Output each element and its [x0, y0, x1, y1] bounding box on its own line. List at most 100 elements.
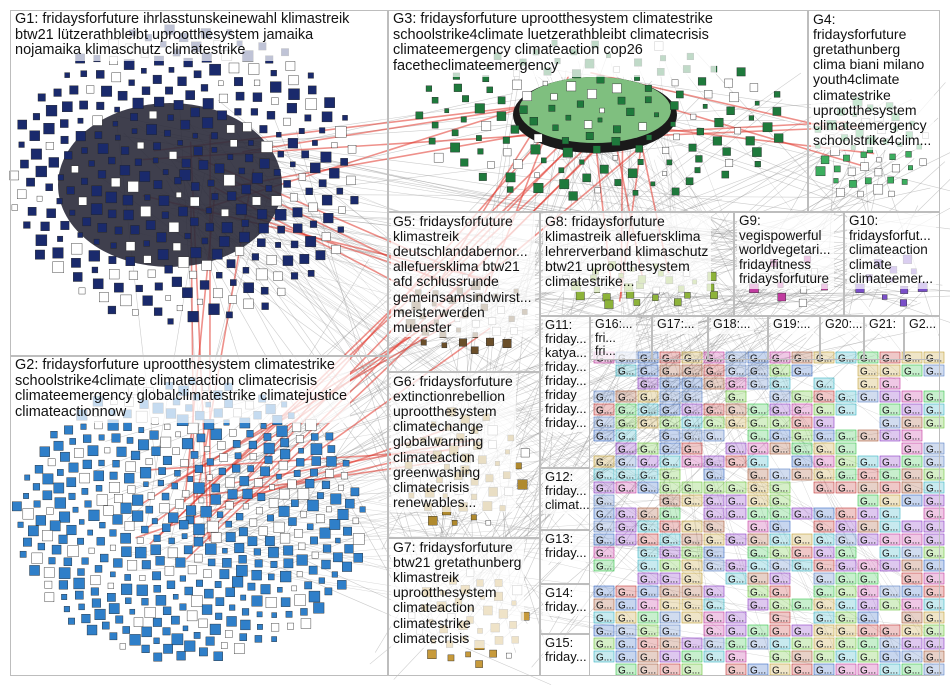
node-marker: [441, 342, 448, 349]
node-marker: [114, 226, 123, 235]
small-group-tile: [857, 611, 879, 624]
node-marker: [519, 105, 528, 114]
group-label: G17:...: [655, 317, 698, 334]
small-group-label: G...: [596, 510, 612, 521]
node-marker: [232, 576, 244, 588]
small-group-tile: [879, 481, 901, 494]
node-marker: [271, 97, 279, 105]
small-group-label: G...: [816, 640, 832, 651]
small-group-label: G...: [838, 614, 854, 625]
node-marker: [249, 518, 258, 527]
edge-line: [449, 337, 807, 573]
node-marker: [177, 140, 183, 146]
small-group-label: G...: [728, 393, 744, 404]
small-group-label: G...: [640, 536, 656, 547]
node-marker: [684, 292, 691, 299]
node-marker: [550, 93, 558, 101]
node-marker: [64, 425, 74, 435]
node-marker: [772, 107, 782, 116]
node-marker: [626, 107, 635, 116]
node-marker: [147, 492, 155, 500]
small-group-tile: [747, 364, 769, 377]
node-marker: [88, 160, 95, 167]
group-box-g6: G6: fridaysforfuture extinctionrebellion…: [388, 372, 540, 538]
node-marker: [107, 582, 114, 589]
small-group-label: G...: [662, 523, 678, 534]
node-marker: [189, 270, 197, 279]
node-marker: [542, 80, 548, 86]
small-group-label: G...: [684, 536, 700, 547]
small-group-label: G...: [596, 601, 612, 612]
small-group-label: G...: [882, 536, 898, 547]
small-group-tile: [725, 572, 747, 585]
small-group-tile: [857, 429, 879, 442]
small-group-label: G...: [860, 380, 876, 391]
small-group-label: G...: [794, 419, 810, 430]
node-marker: [318, 577, 325, 584]
node-marker: [271, 612, 277, 618]
node-marker: [285, 61, 296, 71]
small-group-tile: [901, 572, 923, 585]
small-group-label: G...: [596, 471, 612, 482]
node-marker: [193, 632, 201, 639]
node-marker: [294, 529, 303, 538]
small-group-label: G...: [662, 588, 678, 599]
small-group-tile: [857, 481, 879, 494]
node-marker: [42, 490, 53, 501]
node-marker: [81, 177, 89, 185]
small-group-label: G...: [816, 601, 832, 612]
node-marker: [28, 525, 39, 537]
node-marker: [207, 179, 215, 187]
node-marker: [152, 571, 161, 581]
small-group-tile: [791, 364, 813, 377]
node-marker: [97, 170, 107, 179]
small-group-label: G...: [926, 640, 942, 651]
small-group-label: G...: [860, 640, 876, 651]
small-group-tile: [659, 520, 681, 533]
node-marker: [141, 626, 152, 638]
group-label: G6: fridaysforfuture extinctionrebellion…: [391, 373, 516, 512]
node-marker: [153, 534, 161, 542]
node-marker: [128, 79, 135, 86]
small-group-label: G...: [662, 562, 678, 573]
node-marker: [293, 223, 303, 233]
node-marker: [447, 654, 455, 662]
group-label: G7: fridaysforfuture btw21 gretathunberg…: [391, 539, 525, 648]
small-group-tile: [637, 403, 659, 416]
node-marker: [155, 595, 167, 606]
node-marker: [119, 643, 126, 650]
node-marker: [255, 268, 268, 281]
small-group-label: G...: [684, 562, 700, 573]
node-marker: [164, 423, 171, 430]
node-marker: [298, 173, 307, 181]
node-marker: [64, 151, 73, 160]
node-marker: [265, 185, 273, 192]
node-marker: [279, 533, 291, 544]
node-marker: [335, 126, 347, 138]
node-marker: [191, 182, 200, 191]
small-group-tile: [703, 468, 725, 481]
node-marker: [44, 592, 55, 603]
node-marker: [132, 494, 144, 506]
node-marker: [238, 167, 246, 175]
node-marker: [901, 178, 908, 185]
node-marker: [164, 566, 175, 576]
small-group-label: G...: [662, 432, 678, 443]
node-marker: [296, 458, 305, 467]
small-group-tile: [659, 468, 681, 481]
node-marker: [225, 532, 236, 543]
small-group-label: G...: [750, 432, 766, 443]
node-marker: [157, 479, 164, 487]
edge-line: [658, 60, 713, 552]
node-marker: [68, 492, 76, 500]
small-group-label: G...: [816, 588, 832, 599]
small-group-label: G...: [860, 484, 876, 495]
node-marker: [196, 298, 203, 305]
node-marker: [300, 608, 308, 616]
small-group-tile: [835, 598, 857, 611]
node-marker: [134, 158, 142, 166]
small-group-label: G...: [596, 640, 612, 651]
node-marker: [888, 190, 895, 197]
node-marker: [18, 141, 25, 148]
small-group-tile: [813, 546, 835, 559]
